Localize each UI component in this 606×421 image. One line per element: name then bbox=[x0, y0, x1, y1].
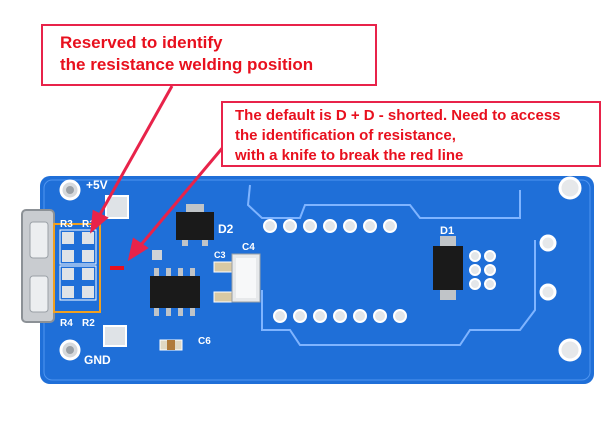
silkscreen-outline bbox=[246, 184, 521, 219]
label-r4: R4 bbox=[60, 318, 73, 329]
resistor-pads bbox=[59, 229, 97, 301]
label-c6: C6 bbox=[198, 336, 211, 347]
callout-right-line-3: with a knife to break the red line bbox=[235, 147, 464, 164]
label-r3: R3 bbox=[60, 219, 73, 230]
callout-default-shorted: The default is D + D - shorted. Need to … bbox=[221, 101, 601, 167]
label-plus-5v: +5V bbox=[86, 178, 108, 192]
diode-d1 bbox=[433, 246, 463, 290]
mounting-hole-bottom-right bbox=[558, 338, 582, 362]
callout-right-line-1: The default is D + D - shorted. Need to … bbox=[235, 107, 561, 124]
label-c4: C4 bbox=[242, 242, 255, 253]
callout-reserved-resistance: Reserved to identify the resistance weld… bbox=[41, 24, 377, 86]
callout-right-line-2: the identification of resistance, bbox=[235, 127, 456, 144]
callout-top-line-2: the resistance welding position bbox=[60, 55, 314, 74]
label-c3: C3 bbox=[214, 250, 226, 260]
resistor-highlight-box bbox=[53, 223, 101, 313]
callout-top-line-1: Reserved to identify bbox=[60, 33, 223, 52]
through-hole-pads bbox=[263, 219, 496, 323]
mounting-hole-top-right bbox=[558, 176, 582, 200]
label-d1: D1 bbox=[440, 225, 454, 237]
label-gnd: GND bbox=[84, 353, 111, 367]
label-r2: R2 bbox=[82, 318, 95, 329]
ic-sop8 bbox=[150, 268, 200, 316]
mosfet-chip bbox=[176, 212, 214, 240]
arrow-to-resistor-pads bbox=[96, 85, 174, 219]
label-r1: R1 bbox=[82, 219, 95, 230]
short-trace-red-line bbox=[110, 266, 124, 270]
label-d2: D2 bbox=[218, 222, 234, 236]
